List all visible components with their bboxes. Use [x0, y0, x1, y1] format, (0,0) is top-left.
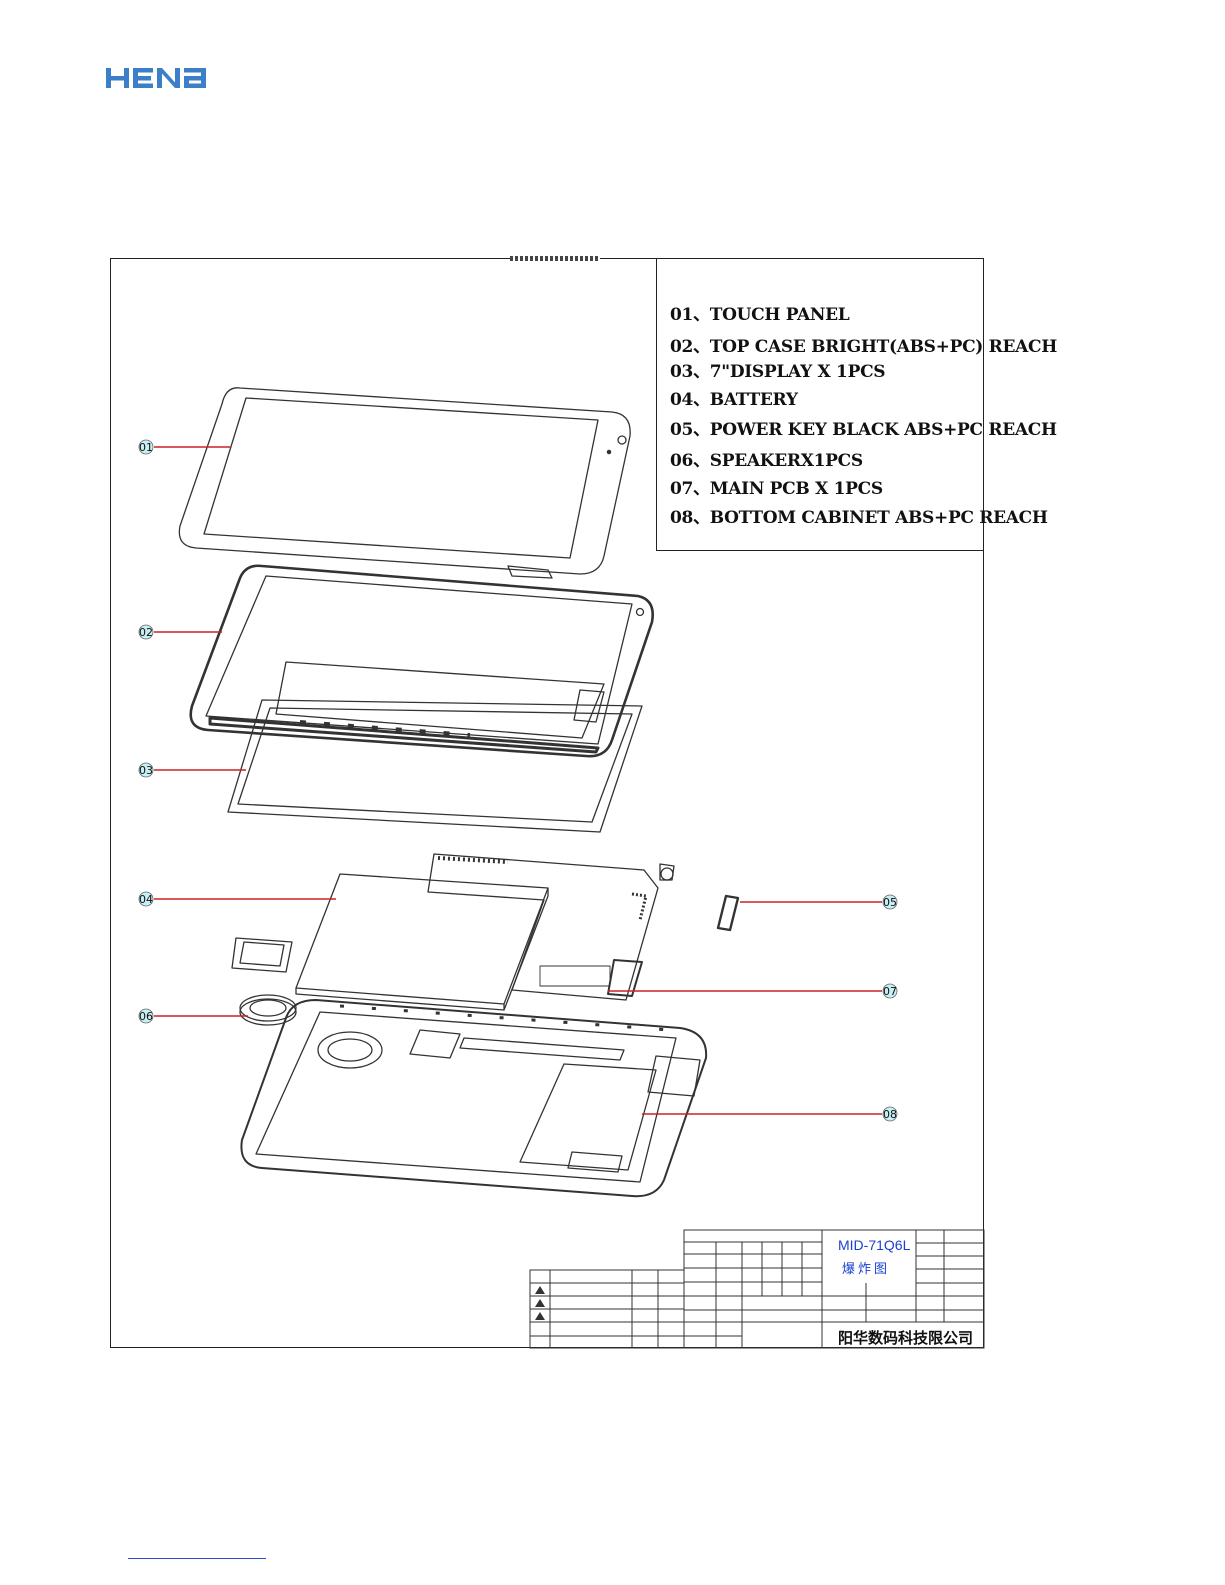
callout-05: 05	[883, 895, 897, 909]
callout-08: 08	[883, 1107, 897, 1121]
svg-text:03: 03	[139, 764, 153, 777]
leader-lines	[154, 447, 882, 1114]
svg-text:08: 08	[883, 1108, 897, 1121]
touch-panel-part	[179, 388, 630, 578]
power-key-part	[718, 896, 738, 930]
callout-02: 02	[139, 625, 153, 639]
svg-text:07: 07	[883, 985, 897, 998]
main-pcb-part	[428, 854, 674, 1000]
warning-triangle-icon	[535, 1312, 545, 1320]
revision-warning-icons	[535, 1286, 545, 1320]
footer-rule	[128, 1558, 266, 1559]
callout-06: 06	[139, 1009, 153, 1023]
drawing-name: 爆炸图	[842, 1258, 890, 1277]
callout-01: 01	[139, 440, 153, 454]
warning-triangle-icon	[535, 1286, 545, 1294]
battery-part	[232, 874, 548, 1010]
callout-04: 04	[139, 892, 153, 906]
warning-triangle-icon	[535, 1299, 545, 1307]
top-case-part	[191, 566, 653, 756]
svg-text:06: 06	[139, 1010, 153, 1023]
callout-07: 07	[883, 984, 897, 998]
svg-text:02: 02	[139, 626, 153, 639]
bottom-cabinet-part	[241, 1000, 706, 1196]
svg-text:04: 04	[139, 893, 153, 906]
svg-text:01: 01	[139, 441, 153, 454]
drawing-model-number: MID-71Q6L	[838, 1237, 910, 1253]
company-name: 阳华数码科技限公司	[838, 1327, 973, 1348]
callout-03: 03	[139, 763, 153, 777]
speaker-part	[240, 995, 296, 1025]
display-part	[228, 700, 642, 832]
svg-text:05: 05	[883, 896, 897, 909]
